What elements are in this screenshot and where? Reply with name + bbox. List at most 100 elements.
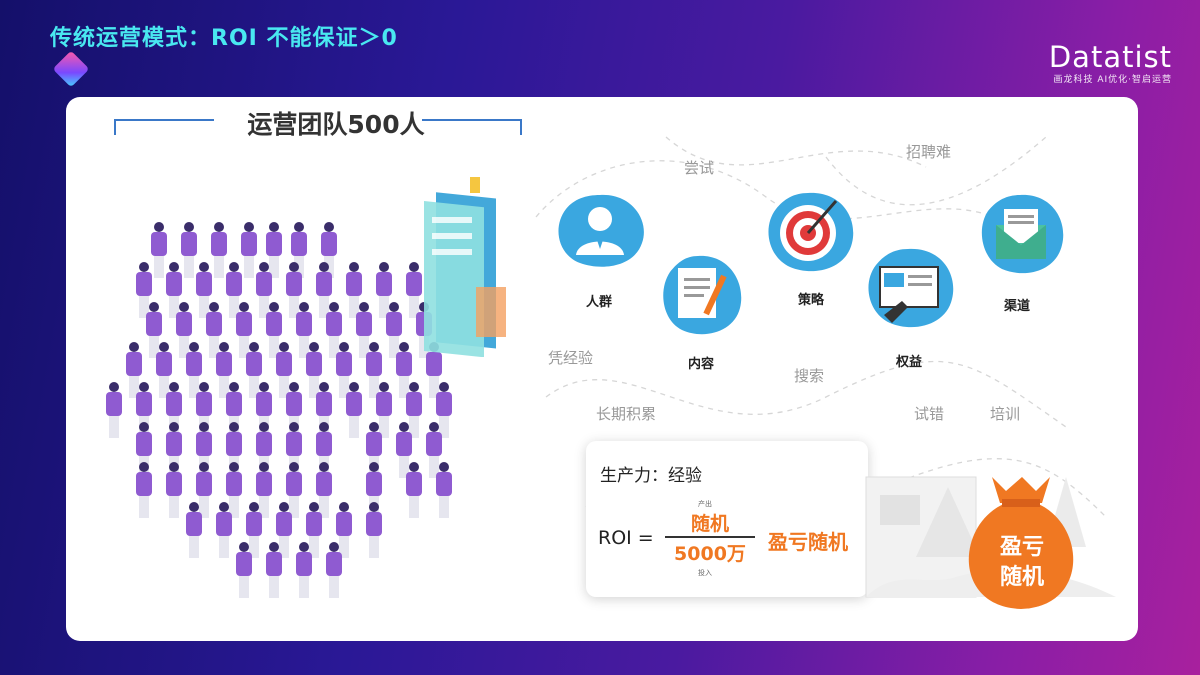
crowd-person	[396, 342, 412, 398]
crowd-person	[206, 302, 222, 358]
crowd-person	[276, 342, 292, 398]
crowd-person	[226, 262, 242, 318]
word-experience: 凭经验	[548, 349, 594, 367]
crowd-person	[306, 502, 322, 558]
output-caption: 产出	[698, 500, 712, 508]
crowd-person	[256, 462, 272, 518]
word-trial-error: 试错	[914, 405, 945, 423]
crowd-person	[146, 302, 162, 358]
crowd-person	[346, 382, 362, 438]
team-title: 运营团队500人	[247, 110, 425, 139]
crowd-person	[216, 502, 232, 558]
crowd-person	[156, 342, 172, 398]
crowd-person	[286, 462, 302, 518]
crowd-person	[126, 342, 142, 398]
crowd-person	[436, 382, 452, 438]
bag-text-line1: 盈亏	[999, 535, 1044, 560]
productivity-text: 生产力：经验	[600, 466, 702, 486]
word-accumulate: 长期积累	[596, 405, 657, 423]
crowd-person	[266, 302, 282, 358]
input-caption: 投入	[698, 569, 712, 577]
word-hiring: 招聘难	[906, 143, 952, 161]
crowd-person	[266, 542, 282, 598]
fraction-line	[665, 536, 755, 538]
crowd-person	[316, 462, 332, 518]
roi-card: 生产力：经验 ROI = 产出 随机 5000万 投入 盈亏随机	[586, 441, 868, 597]
crowd-person	[246, 502, 262, 558]
category-label-audience: 人群	[586, 295, 613, 310]
slide-title: 传统运营模式：ROI 不能保证＞0	[50, 26, 398, 51]
crowd-person	[256, 262, 272, 318]
crowd-person	[106, 382, 122, 438]
screen-hand-icon	[868, 248, 954, 328]
crowd-person	[436, 462, 452, 518]
crowd-person	[236, 542, 252, 598]
bag-text-line2: 随机	[999, 565, 1044, 590]
word-training: 培训	[990, 405, 1021, 423]
team-bracket-right	[422, 119, 522, 135]
crowd-person	[186, 502, 202, 558]
crowd-person	[376, 382, 392, 438]
word-search: 搜索	[794, 367, 825, 385]
category-label-strategy: 策略	[798, 293, 825, 308]
category-label-channel: 渠道	[1004, 299, 1031, 314]
envelope-icon	[981, 194, 1064, 274]
roi-denominator: 5000万	[674, 543, 746, 565]
crowd-person	[296, 542, 312, 598]
crowd-person	[336, 502, 352, 558]
crowd-person	[316, 262, 332, 318]
crowd-person	[376, 262, 392, 318]
crowd-person	[196, 262, 212, 318]
crowd-person	[386, 302, 402, 358]
crowd-person	[176, 302, 192, 358]
person-icon	[558, 194, 644, 267]
logo-mark: Datatist	[1048, 40, 1172, 74]
crowd-person	[326, 302, 342, 358]
crowd-person	[336, 342, 352, 398]
crowd-person	[186, 342, 202, 398]
crowd-person	[326, 542, 342, 598]
crowd-person	[241, 222, 257, 278]
crowd-person	[166, 262, 182, 318]
documents-illustration	[424, 177, 506, 357]
crowd-person	[151, 222, 167, 278]
crowd-person	[346, 262, 362, 318]
crowd-person	[276, 502, 292, 558]
crowd-person	[296, 302, 312, 358]
money-bag-illustration	[865, 476, 1116, 609]
decor-diamond	[52, 50, 90, 88]
document-pen-icon	[663, 255, 742, 335]
bag-text: 盈亏 随机	[982, 533, 1062, 593]
crowd-person	[306, 342, 322, 398]
crowd-person	[216, 342, 232, 398]
crowd-person	[246, 342, 262, 398]
crowd-person	[366, 502, 382, 558]
team-bracket-left	[114, 119, 214, 135]
content-panel: 运营团队500人 尝试 招聘难 凭经验 搜索 长期积累 试错 培训 人群 内容	[66, 97, 1138, 641]
crowd-person	[266, 222, 282, 278]
category-label-benefits: 权益	[896, 355, 923, 370]
crowd-person	[396, 422, 412, 478]
roi-label: ROI =	[598, 527, 654, 549]
target-icon	[768, 192, 854, 272]
crowd-person	[166, 462, 182, 518]
crowd-person	[211, 222, 227, 278]
crowd-person	[286, 262, 302, 318]
crowd-illustration	[106, 222, 452, 598]
crowd-person	[426, 422, 442, 478]
crowd-person	[226, 462, 242, 518]
roi-numerator: 随机	[690, 513, 729, 535]
crowd-person	[236, 302, 252, 358]
crowd-person	[196, 462, 212, 518]
crowd-person	[136, 262, 152, 318]
crowd-person	[366, 342, 382, 398]
crowd-person	[406, 462, 422, 518]
crowd-person	[356, 302, 372, 358]
logo-tagline: 画龙科技 AI优化·智启运营	[1053, 75, 1172, 85]
crowd-person	[406, 262, 422, 318]
crowd-person	[181, 222, 197, 278]
datatist-logo: Datatist 画龙科技 AI优化·智启运营	[1049, 40, 1172, 85]
category-label-content: 内容	[688, 357, 715, 372]
word-try: 尝试	[684, 159, 715, 177]
crowd-person	[406, 382, 422, 438]
